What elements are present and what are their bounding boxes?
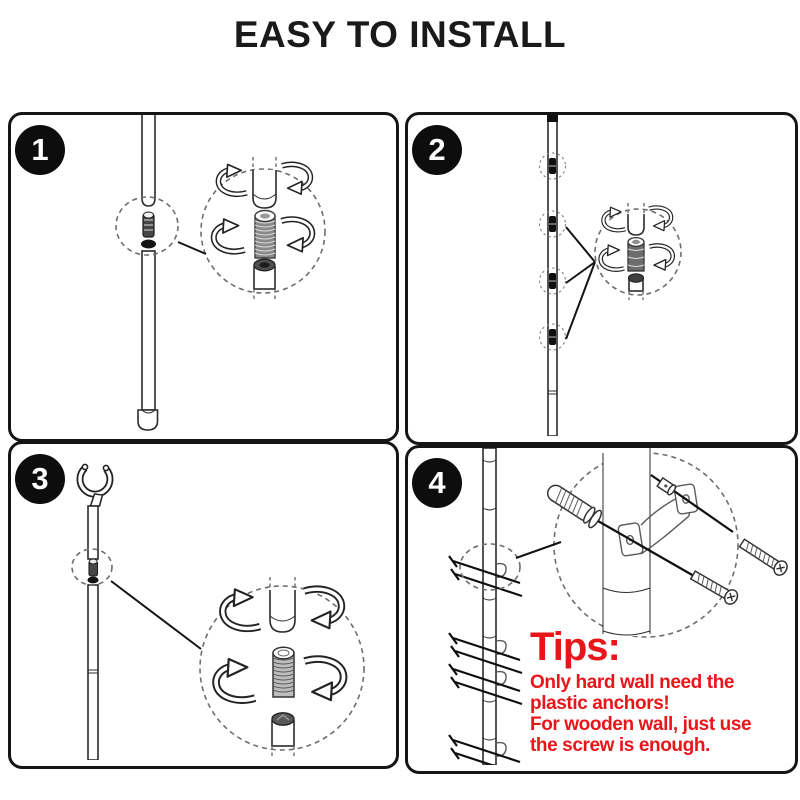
- tips-line: Only hard wall need the: [530, 672, 735, 693]
- magnifier-circle: [594, 203, 682, 300]
- highlight-circle: [115, 196, 179, 256]
- clip-with-screws: [448, 663, 523, 706]
- magnifier-circle: [199, 577, 365, 757]
- tips-note: Tips: Only hard wall need the plastic an…: [530, 626, 792, 757]
- plastic-anchor-icon: [546, 484, 603, 529]
- pointer-line: [110, 580, 202, 650]
- step-1-diagram: [115, 115, 326, 431]
- step-4-diagram: [448, 448, 788, 765]
- wall-pole: [482, 448, 497, 765]
- pole-sections: [137, 115, 159, 431]
- tips-line: plastic anchors!: [530, 692, 670, 714]
- step-1-number-badge: 1: [15, 125, 65, 175]
- screw-icon: [738, 538, 788, 576]
- threaded-connector-icon: [142, 211, 155, 238]
- fork-hook-pole: [76, 463, 114, 760]
- highlight-circle: [71, 548, 113, 586]
- threaded-connector-icon: [627, 236, 645, 272]
- spacer-icon: [656, 476, 677, 496]
- step-3-number-badge: 3: [15, 454, 65, 504]
- fork-hook-icon: [76, 463, 114, 498]
- magnifier-circle: [200, 157, 326, 301]
- screw-axis-line: [597, 520, 695, 577]
- step-3-diagram: [71, 463, 365, 760]
- threaded-connector-icon: [88, 558, 99, 577]
- pole-foot: [137, 409, 159, 431]
- magnifier-circle: [546, 448, 739, 638]
- step-1-panel: 1: [8, 112, 399, 442]
- threaded-connector-icon: [272, 646, 295, 698]
- step-3-panel: 3: [8, 441, 399, 769]
- clip-with-screws: [448, 734, 521, 765]
- threaded-connector-icon: [254, 209, 276, 259]
- step-2-panel: 2: [405, 112, 798, 445]
- tips-line: the screw is enough.: [530, 734, 710, 756]
- pointer-lines: [565, 226, 596, 340]
- step-2-number-badge: 2: [412, 125, 462, 175]
- step-4-number-badge: 4: [412, 458, 462, 508]
- step-2-diagram: [538, 115, 682, 436]
- page-title: EASY TO INSTALL: [233, 14, 567, 55]
- pointer-line: [515, 541, 562, 559]
- highlight-circle: [459, 543, 521, 591]
- screw-icon: [689, 570, 739, 605]
- clip-with-screws: [448, 632, 523, 675]
- tips-heading: Tips:: [530, 625, 621, 669]
- step-4-panel: 4: [405, 445, 798, 774]
- clip-with-screws: [448, 555, 523, 598]
- pointer-line: [177, 241, 207, 255]
- pole-joint: [538, 152, 567, 351]
- tips-line: For wooden wall, just use: [530, 713, 752, 735]
